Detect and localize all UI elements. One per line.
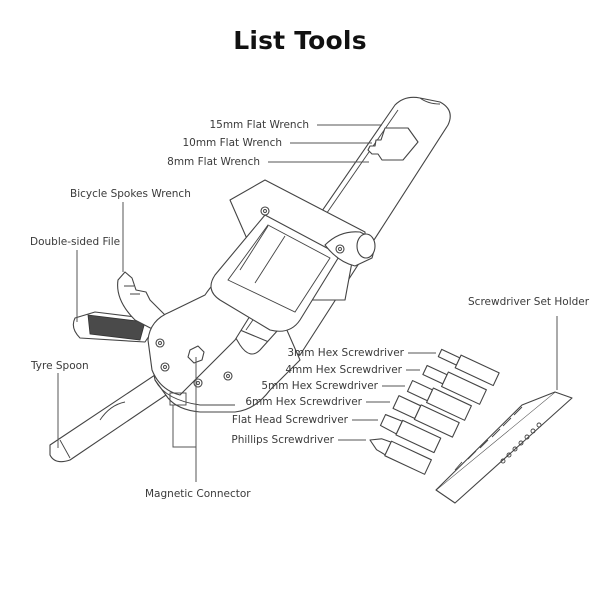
screwdriver-holder <box>435 391 573 504</box>
label-phillips-screwdriver: Phillips Screwdriver <box>231 434 334 446</box>
screwdriver-bits <box>369 348 500 475</box>
label-flat-head-screwdriver: Flat Head Screwdriver <box>231 414 348 426</box>
label-6mm-hex-screwdriver: 6mm Hex Screwdriver <box>245 396 362 408</box>
label-4mm-hex-screwdriver: 4mm Hex Screwdriver <box>285 364 402 376</box>
label-bicycle-spokes-wrench: Bicycle Spokes Wrench <box>70 188 191 200</box>
label-screwdriver-set-holder: Screwdriver Set Holder <box>468 296 590 308</box>
page-title: List Tools <box>233 26 367 55</box>
label-3mm-hex-screwdriver: 3mm Hex Screwdriver <box>287 347 404 359</box>
label-10mm-flat-wrench: 10mm Flat Wrench <box>182 137 282 149</box>
label-5mm-hex-screwdriver: 5mm Hex Screwdriver <box>261 380 378 392</box>
label-8mm-flat-wrench: 8mm Flat Wrench <box>167 156 260 168</box>
label-15mm-flat-wrench: 15mm Flat Wrench <box>209 119 309 131</box>
label-tyre-spoon: Tyre Spoon <box>31 360 89 372</box>
spokes-wrench <box>117 271 171 333</box>
label-double-sided-file: Double-sided File <box>30 236 121 248</box>
main-body <box>147 179 376 413</box>
label-magnetic-connector: Magnetic Connector <box>145 488 251 500</box>
leader-lines <box>57 124 558 482</box>
